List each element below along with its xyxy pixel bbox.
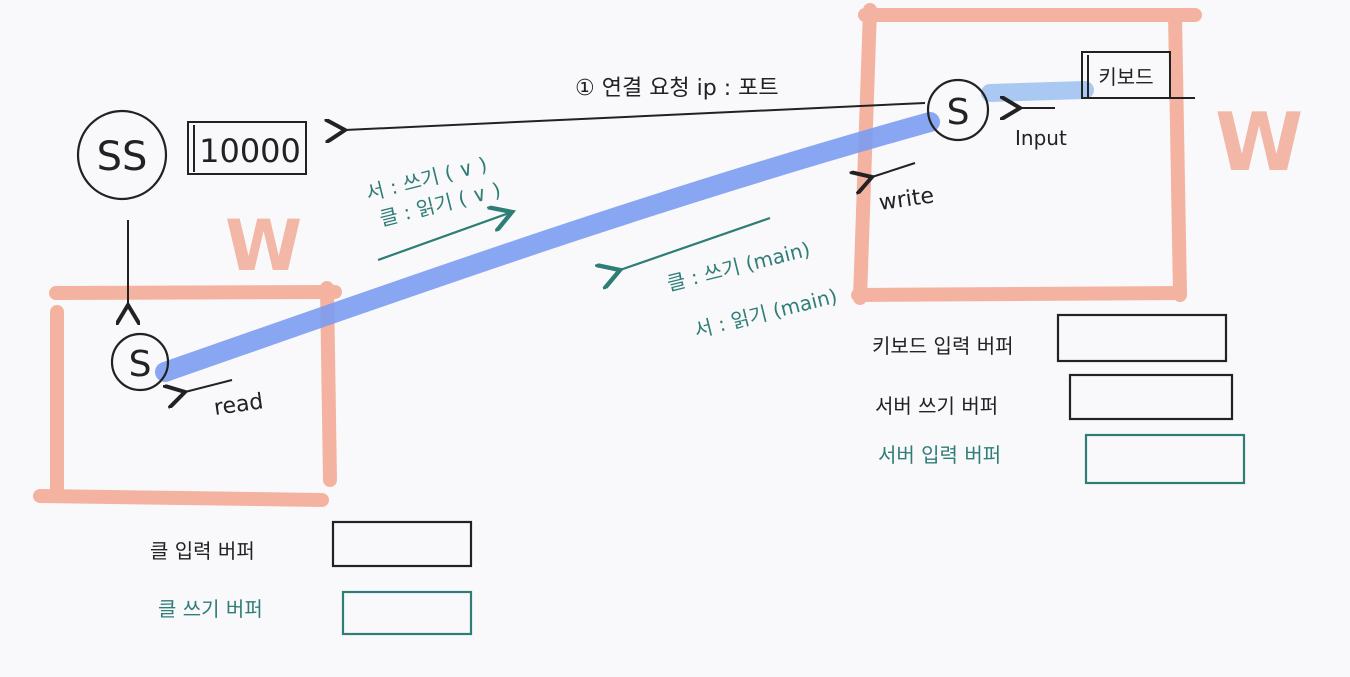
server-socket: SS xyxy=(76,109,168,201)
connection-request-arrow xyxy=(345,102,926,130)
server-buffer-server-input: 서버 입력 버퍼 xyxy=(878,433,1246,485)
server-side-socket: S xyxy=(926,78,990,142)
client-buffer-box xyxy=(331,520,473,568)
server-buffer-keyboard-input: 키보드 입력 버퍼 xyxy=(872,313,1228,363)
server-buffer-box xyxy=(1084,433,1246,485)
keyboard-box: 키보드 xyxy=(1081,51,1195,99)
thread-mark-left: W xyxy=(225,205,302,287)
client-socket-label: S xyxy=(129,344,152,385)
server-buffer-label: 키보드 입력 버퍼 xyxy=(872,334,1014,358)
read-label: read xyxy=(212,389,265,421)
client-msg-2: 서 : 읽기 (main) xyxy=(692,284,840,343)
server-buffer-label: 서버 입력 버퍼 xyxy=(878,443,1001,467)
client-to-server-arrow xyxy=(620,216,771,270)
client-buffer-label: 클 쓰기 버퍼 xyxy=(158,597,263,621)
port-label: 10000 xyxy=(199,132,301,170)
input-label: Input xyxy=(1015,126,1067,150)
client-buffer-label: 클 입력 버퍼 xyxy=(150,539,255,563)
read-arrow xyxy=(185,379,233,392)
server-thread-box xyxy=(851,3,1202,305)
server-to-client-arrow xyxy=(377,212,512,262)
port-box: 10000 xyxy=(187,121,307,175)
keyboard-label: 키보드 xyxy=(1098,65,1153,89)
client-buffer-input: 클 입력 버퍼 xyxy=(150,520,473,568)
client-to-server-notes: 클 : 쓰기 (main) 서 : 읽기 (main) xyxy=(664,237,840,343)
server-buffer-box xyxy=(1056,313,1228,363)
connection-request-label: ① 연결 요청 ip : 포트 xyxy=(575,76,779,101)
keyboard-input-stream xyxy=(981,81,1094,102)
server-to-client-notes: 서 : 쓰기 ( ∨ ) 클 : 읽기 ( ∨ ) xyxy=(363,152,503,231)
socket-stream-band xyxy=(155,112,940,382)
client-buffer-write: 클 쓰기 버퍼 xyxy=(158,590,473,636)
server-side-socket-label: S xyxy=(947,92,970,133)
client-socket: S xyxy=(110,332,170,392)
server-buffer-server-write: 서버 쓰기 버퍼 xyxy=(875,373,1234,421)
client-buffer-list: 클 입력 버퍼 클 쓰기 버퍼 xyxy=(150,520,473,636)
server-buffer-list: 키보드 입력 버퍼 서버 쓰기 버퍼 서버 입력 버퍼 xyxy=(872,313,1246,485)
write-label: write xyxy=(877,183,935,215)
server-buffer-box xyxy=(1068,373,1234,421)
server-buffer-label: 서버 쓰기 버퍼 xyxy=(875,394,998,418)
thread-mark-right: W xyxy=(1215,96,1303,189)
server-socket-label: SS xyxy=(97,134,148,180)
client-buffer-box xyxy=(341,590,473,636)
write-arrow xyxy=(872,162,916,177)
